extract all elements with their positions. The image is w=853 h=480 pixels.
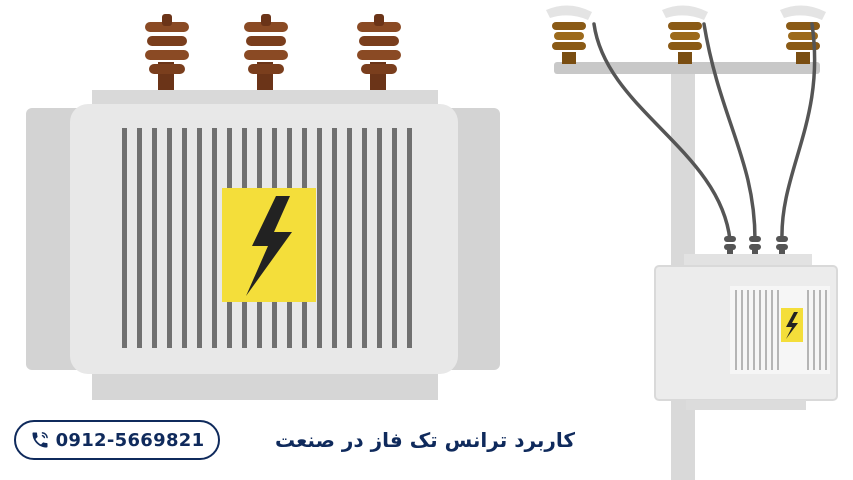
power-wires xyxy=(592,22,817,242)
pole-box-fins xyxy=(735,290,827,370)
pole-insulator-right xyxy=(780,5,826,64)
bushing-right xyxy=(357,14,401,92)
lightning-bolt-icon xyxy=(786,312,798,339)
phone-icon xyxy=(32,432,48,448)
transformer-lid xyxy=(92,90,438,108)
box-bushings xyxy=(724,236,788,256)
transformer-base xyxy=(92,370,438,400)
page-caption: کاربرد ترانس تک فاز در صنعت xyxy=(274,428,576,452)
large-transformer xyxy=(26,14,500,400)
bushing-middle xyxy=(244,14,288,92)
pole-box-lid xyxy=(684,254,812,268)
pole-insulator-left xyxy=(546,5,592,64)
pole-box-base xyxy=(686,400,806,410)
phone-contact-badge[interactable]: 0912-5669821 xyxy=(14,420,220,460)
pole-insulator-middle xyxy=(662,5,708,64)
phone-number: 0912-5669821 xyxy=(55,429,205,451)
pole-crossarm xyxy=(554,62,820,74)
pole-transformer xyxy=(546,5,838,480)
bushing-left xyxy=(145,14,189,92)
lightning-bolt-icon xyxy=(246,196,292,296)
